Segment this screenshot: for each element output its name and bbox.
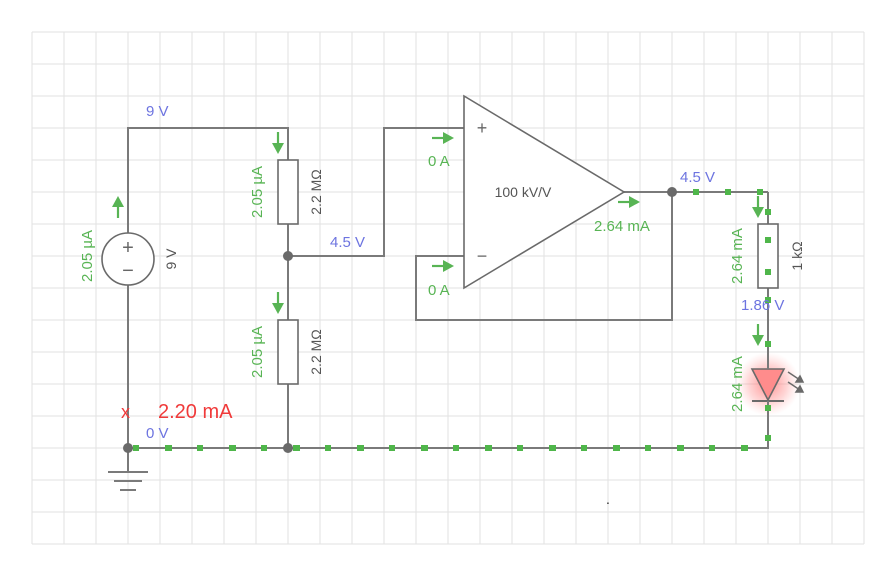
current-flow-dot	[133, 445, 139, 451]
probe-marker[interactable]: x	[121, 402, 130, 422]
opamp-minus-sign: −	[477, 246, 488, 266]
junction-divider[interactable]	[283, 251, 293, 261]
current-label-plus-input: 0 A	[428, 153, 450, 170]
junction-output[interactable]	[667, 187, 677, 197]
current-arrows	[112, 132, 764, 346]
arrow-source-up-icon	[112, 196, 124, 218]
source-voltage-value: 9 V	[163, 248, 179, 270]
resistor-top[interactable]	[277, 159, 299, 225]
arrow-led-down-icon	[752, 324, 764, 346]
arrow-minus-input-icon	[432, 260, 454, 272]
current-flow-dot	[358, 445, 364, 451]
resistor-bottom[interactable]	[277, 319, 299, 385]
led[interactable]	[736, 352, 805, 416]
led-emission-arrows-icon	[787, 371, 805, 393]
current-flow-dot	[486, 445, 492, 451]
op-amp[interactable]: + − 100 kV/V	[463, 94, 626, 290]
current-flow-dot	[765, 297, 771, 303]
current-flow-dot	[197, 445, 203, 451]
current-label-load: 2.64 mA	[729, 228, 746, 284]
current-flow-dot	[294, 445, 300, 451]
current-flow-dot	[517, 445, 523, 451]
arrow-plus-input-icon	[432, 132, 454, 144]
current-label-rbottom: 2.05 µA	[249, 326, 266, 378]
junction-ground-left[interactable]	[123, 443, 133, 453]
current-label-source: 2.05 µA	[79, 230, 96, 282]
probe-current-readout: 2.20 mA	[158, 401, 233, 423]
current-flow-dot	[757, 189, 763, 195]
junction-ground-mid[interactable]	[283, 443, 293, 453]
current-label-opamp-out: 2.64 mA	[594, 218, 650, 235]
current-flow-dot	[230, 445, 236, 451]
current-flow-dot	[614, 445, 620, 451]
current-label-led: 2.64 mA	[729, 356, 746, 412]
current-flow-dot	[422, 445, 428, 451]
resistor-load[interactable]	[757, 223, 779, 289]
wire-divider-to-plus[interactable]	[288, 127, 464, 257]
current-flow-dot	[765, 269, 771, 275]
wire-led-to-ground[interactable]	[128, 416, 769, 449]
current-flow-dot	[389, 445, 395, 451]
source-plus-sign: +	[122, 237, 134, 259]
voltage-label-divider: 4.5 V	[330, 234, 365, 251]
resistor-bottom-value: 2.2 MΩ	[308, 329, 324, 374]
opamp-plus-sign: +	[477, 118, 488, 138]
arrow-load-down-icon	[752, 196, 764, 218]
current-flow-dot	[581, 445, 587, 451]
current-label-rtop: 2.05 µA	[249, 166, 266, 218]
current-flow-dot	[261, 445, 267, 451]
source-minus-sign: −	[122, 260, 134, 282]
current-flow-markers	[133, 189, 771, 451]
current-flow-dot	[765, 341, 771, 347]
voltage-source[interactable]: + − 9 V	[101, 232, 179, 286]
opamp-gain: 100 kV/V	[495, 184, 552, 200]
current-flow-dot	[678, 445, 684, 451]
current-flow-dot	[765, 237, 771, 243]
current-flow-dot	[765, 435, 771, 441]
current-flow-dot	[742, 445, 748, 451]
current-flow-dot	[725, 189, 731, 195]
current-flow-dot	[765, 405, 771, 411]
voltage-label-output: 4.5 V	[680, 169, 715, 186]
resistor-top-value: 2.2 MΩ	[308, 169, 324, 214]
current-flow-dot	[709, 445, 715, 451]
current-flow-dot	[550, 445, 556, 451]
voltage-label-ground: 0 V	[146, 425, 169, 442]
arrow-rbot-down-icon	[272, 292, 284, 314]
current-flow-dot	[693, 189, 699, 195]
arrow-rtop-down-icon	[272, 132, 284, 154]
arrow-opamp-out-icon	[618, 196, 640, 208]
wire-source-top[interactable]	[127, 127, 289, 233]
stray-dot: .	[606, 491, 610, 507]
current-flow-dot	[645, 445, 651, 451]
resistor-load-value: 1 kΩ	[789, 241, 805, 270]
current-flow-dot	[765, 209, 771, 215]
wire-feedback[interactable]	[415, 192, 673, 321]
current-flow-dot	[325, 445, 331, 451]
voltage-label-top: 9 V	[146, 103, 169, 120]
voltage-label-led: 1.86 V	[741, 297, 784, 314]
ground-symbol[interactable]	[108, 471, 148, 491]
current-flow-dot	[453, 445, 459, 451]
current-label-minus-input: 0 A	[428, 282, 450, 299]
current-flow-dot	[166, 445, 172, 451]
